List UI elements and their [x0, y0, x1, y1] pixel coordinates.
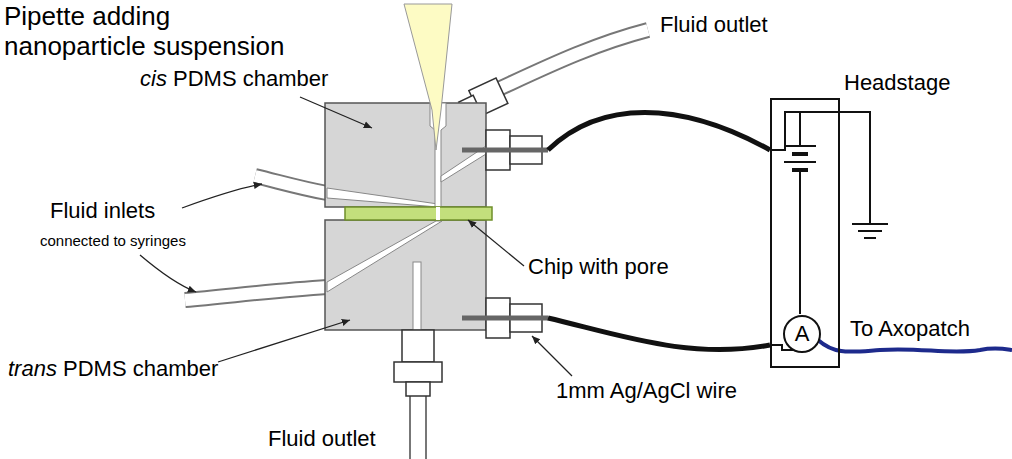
pipette-label: Pipette adding nanoparticle suspension	[4, 2, 304, 62]
outlet-label: Fluid outlet	[660, 12, 768, 37]
leader-line	[300, 97, 372, 128]
tube-inner	[255, 176, 327, 193]
ground-symbol	[864, 237, 876, 239]
outlet-label: Fluid outlet	[268, 426, 376, 451]
inlet-channel	[327, 221, 442, 292]
chamber-label: cis PDMS chamber	[140, 66, 328, 91]
tube-wall	[185, 287, 327, 300]
wire-label: 1mm Ag/AgCl wire	[556, 378, 737, 403]
cable-label: To Axopatch	[850, 316, 970, 341]
leader-lines	[140, 97, 572, 376]
inlet-label: Fluid inlets	[50, 198, 155, 223]
leader-line	[182, 184, 262, 208]
fitting-nut	[394, 362, 442, 382]
ground-symbol	[852, 223, 888, 225]
ground-symbol	[858, 230, 882, 232]
headstage-circuit	[770, 112, 888, 350]
cable	[548, 318, 770, 350]
battery-plate	[784, 145, 816, 147]
ground-wire	[800, 112, 870, 224]
circuit-wire	[770, 112, 800, 150]
cable	[548, 113, 770, 151]
headstage-box: HeadstageA	[770, 98, 840, 368]
symbol-letter: A	[795, 321, 810, 347]
ag-agcl-wire	[462, 316, 548, 321]
outlet-channel	[413, 262, 421, 330]
pore	[436, 207, 440, 220]
leader-line	[140, 255, 196, 292]
outlet-tube-bottom	[394, 330, 442, 459]
leader-line	[468, 220, 524, 266]
tube-wall	[255, 176, 327, 193]
chip-label: Chip with pore	[528, 254, 669, 279]
tube-inner	[185, 287, 327, 300]
fitting-tip	[406, 382, 430, 396]
chip	[345, 207, 492, 220]
ammeter-symbol: A	[783, 315, 821, 353]
leader-line	[532, 336, 572, 376]
battery-plate	[792, 152, 808, 156]
inlet-tubes	[185, 176, 327, 300]
electrodes	[462, 130, 548, 338]
pipette	[404, 4, 452, 150]
trans-chamber	[325, 220, 486, 330]
tube-inner	[411, 395, 425, 459]
inlet-note: connected to syringes	[40, 232, 186, 249]
tube-wall	[409, 395, 427, 459]
leader-line	[218, 320, 350, 362]
axopatch-cable	[818, 340, 1012, 352]
fitting-body	[402, 330, 434, 362]
ag-agcl-wire	[462, 148, 548, 153]
battery-plate	[784, 161, 816, 163]
inlet-channel	[327, 188, 438, 207]
tube-wall	[492, 30, 648, 92]
chamber-label: trans PDMS chamber	[8, 356, 218, 381]
circuit-wire	[799, 170, 801, 314]
chip-membrane	[345, 207, 492, 220]
box-heading: Headstage	[844, 70, 950, 96]
chamber-block	[325, 220, 486, 330]
tube-inner	[492, 30, 648, 92]
